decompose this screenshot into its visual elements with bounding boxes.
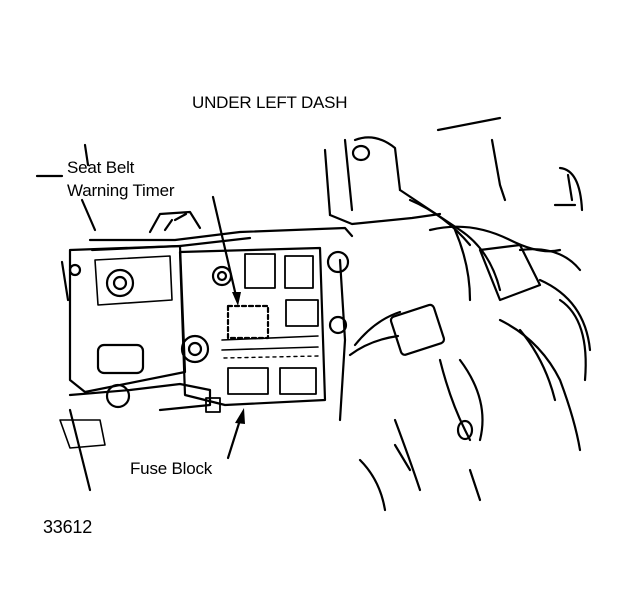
seat-belt-timer-outline [226,304,270,340]
diagram-title: UNDER LEFT DASH [192,93,348,112]
seat-belt-timer-label-line1: Seat Belt [67,158,135,177]
fuse-block-housing [178,246,327,413]
figure-number: 33612 [43,517,93,537]
right-wiring-harness [326,188,592,512]
fuse-block-label: Fuse Block [130,459,213,478]
seat-belt-timer-label-line2: Warning Timer [67,181,175,200]
fuse-block-callout-arrow [226,408,245,460]
timer-callout-arrow [211,195,241,306]
left-mount-bracket [59,244,212,492]
